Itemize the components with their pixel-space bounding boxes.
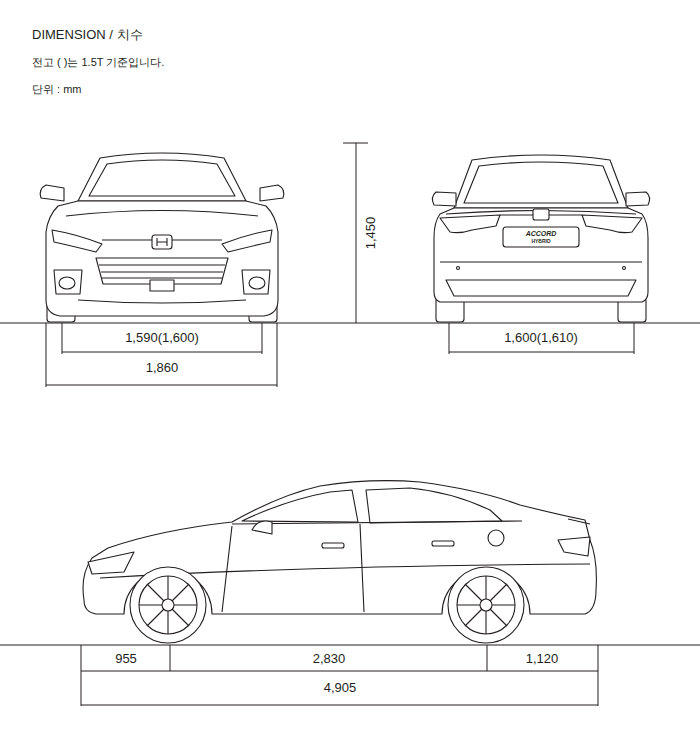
mirror <box>626 192 650 206</box>
extension-line <box>170 645 171 671</box>
mirror <box>40 185 64 201</box>
plate <box>150 280 174 291</box>
dimension-line <box>81 671 598 672</box>
fuel-door <box>488 530 504 546</box>
diffuser <box>446 280 636 296</box>
mirror <box>260 185 284 201</box>
extension-line <box>449 323 450 354</box>
dimension-line <box>62 352 262 353</box>
rim <box>139 576 197 634</box>
rear-window <box>464 162 618 203</box>
extension-line <box>634 323 635 354</box>
fog-light <box>249 277 265 289</box>
taillight <box>440 215 500 233</box>
dimension-value: 2,830 <box>313 652 346 667</box>
ground-line <box>0 645 700 646</box>
spoiler <box>568 519 590 524</box>
door-handle <box>322 543 344 548</box>
front-window <box>242 490 358 522</box>
logo <box>533 209 549 220</box>
fog-recess <box>242 270 270 294</box>
grille-slats <box>99 265 225 278</box>
lower-lip <box>78 300 246 303</box>
tire <box>130 567 206 643</box>
body <box>434 208 648 302</box>
body <box>46 201 278 316</box>
dimension-value: 1,450 <box>364 217 379 250</box>
extension-line <box>487 645 488 671</box>
headlight <box>52 230 102 252</box>
rear-view <box>432 155 649 322</box>
unit-note: 단위 : mm <box>32 83 82 96</box>
extension-line <box>262 323 263 354</box>
badge-plate <box>503 227 579 247</box>
extension-line <box>46 323 47 387</box>
dimension-value: 955 <box>115 652 137 667</box>
dimension-line <box>449 352 634 353</box>
taillight <box>582 215 642 233</box>
windshield <box>89 160 235 196</box>
dimension-value: 1,590(1,600) <box>125 331 199 346</box>
bumper-line <box>440 261 642 262</box>
dimension-value: 1,860 <box>146 361 179 376</box>
dimension-value: 4,905 <box>324 681 357 696</box>
taillight <box>558 537 590 556</box>
headlight <box>222 230 272 252</box>
title: DIMENSION / 치수 <box>32 28 143 43</box>
spokes <box>139 576 197 634</box>
front-view <box>40 153 284 322</box>
greenhouse <box>78 153 246 201</box>
extension-line <box>598 645 599 706</box>
reflector <box>623 267 626 270</box>
door-handle <box>432 541 454 546</box>
headlight <box>88 552 134 574</box>
mirror <box>432 192 456 206</box>
dimension-value: 1,600(1,610) <box>504 331 578 346</box>
side-view <box>83 481 596 643</box>
extension-line <box>62 323 63 354</box>
tire <box>448 567 524 643</box>
fog-recess <box>54 270 82 294</box>
rim <box>457 576 515 634</box>
extension-line <box>81 645 82 706</box>
logo-h <box>157 238 167 246</box>
dimension-line <box>46 385 277 386</box>
dimension-value: 1,120 <box>526 652 559 667</box>
dimension-lines <box>0 143 700 706</box>
spokes <box>457 576 515 634</box>
belt-line <box>232 521 522 524</box>
logo <box>152 235 172 249</box>
fog-light <box>59 277 75 289</box>
note: 전고 ( )는 1.5T 기준입니다. <box>32 56 164 69</box>
ground-line <box>0 323 700 324</box>
mirror <box>252 521 272 534</box>
dimension-line <box>81 705 598 706</box>
greenhouse <box>454 155 628 208</box>
badge-text: HYBRID <box>531 239 550 245</box>
badge-text: ACCORD <box>526 230 557 238</box>
hood-line <box>66 211 258 217</box>
height-line <box>356 143 357 323</box>
reflector <box>457 267 460 270</box>
rear-window <box>366 488 502 523</box>
extension-line <box>277 323 278 387</box>
